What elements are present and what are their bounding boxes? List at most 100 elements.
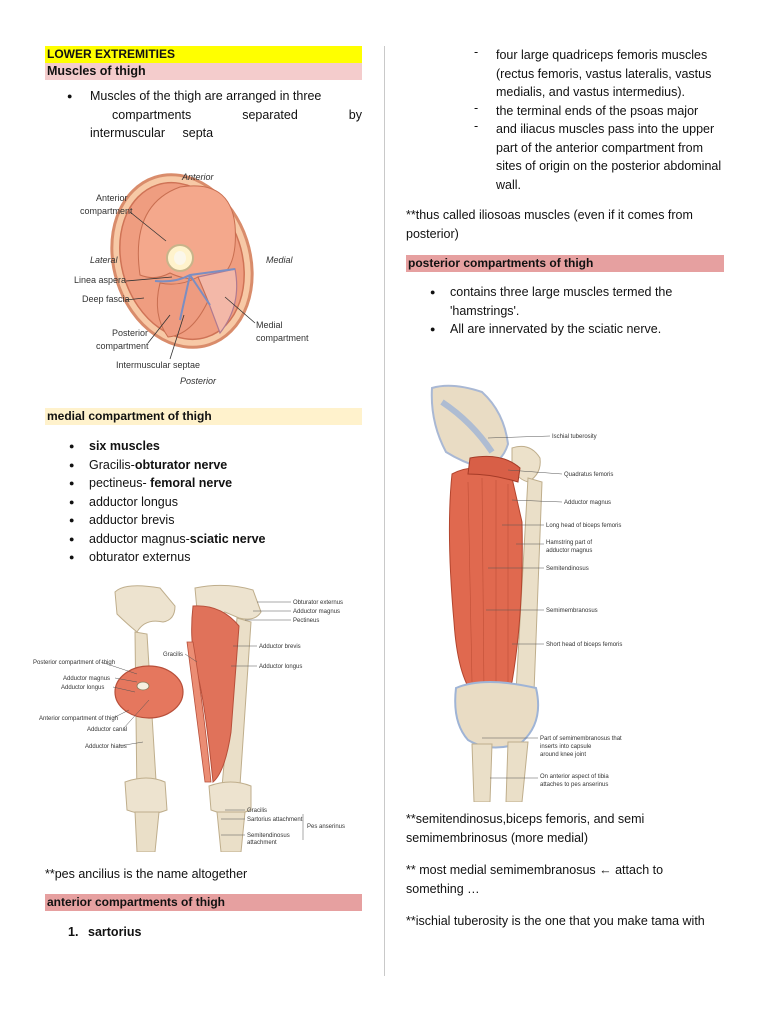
quadriceps-list: four large quadriceps femoris muscles (r… [470, 43, 722, 194]
medial-muscle-list: six muscles Gracilis-obturator nerve pec… [65, 437, 362, 567]
list-item: contains three large muscles termed the … [426, 283, 724, 320]
label-semitendinosus-attachment-2: attachment [247, 840, 277, 846]
anterior-compartments-header: anterior compartments of thigh [45, 893, 362, 911]
list-item: Gracilis-obturator nerve [65, 456, 362, 475]
anterior-list-label: sartorius [88, 924, 142, 939]
list-item: All are innervated by the sciatic nerve. [426, 320, 724, 339]
pointer-deep-fascia [125, 297, 145, 301]
pes-ancilius-note: **pes ancilius is the name altogether [45, 867, 248, 881]
posterior-list: contains three large muscles termed the … [426, 283, 724, 339]
label-pes-anserinus: Pes anserinus [307, 824, 345, 830]
label-adductor-magnus-top: Adductor magnus [293, 609, 340, 615]
left-column: LOWER EXTREMITIES Muscles of thigh ● Mus… [45, 46, 362, 143]
inset-femur [136, 681, 150, 691]
list-item: adductor longus [65, 493, 362, 512]
ligament-band [440, 399, 495, 454]
tibia-fibula [471, 741, 529, 802]
right-middle-section: **thus called iliosoas muscles (even if … [406, 206, 724, 339]
section-title: LOWER EXTREMITIES [45, 46, 362, 63]
column-divider [384, 46, 385, 976]
label-semimembranosus: Semimembranosus [546, 608, 598, 614]
pointer-posterior-compartment [147, 314, 171, 344]
label-posterior-compartment: Posterior compartment of thigh [33, 660, 115, 666]
label-semitendinosus: Semitendinosus [546, 566, 589, 572]
label-posterior-compartment-1: Posterior [112, 328, 148, 338]
label-part-semimembranosus-2: inserts into capsule [540, 744, 592, 750]
label-medial-compartment-1: Medial [256, 320, 283, 330]
label-ischial-tuberosity: Ischial tuberosity [552, 434, 597, 440]
list-item: the terminal ends of the psoas major [470, 99, 722, 121]
label-long-head-biceps: Long head of biceps femoris [546, 523, 621, 529]
label-posterior: Posterior [180, 376, 217, 386]
thigh-cross-section-inset [114, 665, 184, 719]
tibia-left [134, 811, 160, 852]
label-sartorius-attachment: Sartorius attachment [247, 817, 303, 823]
label-short-head-biceps: Short head of biceps femoris [546, 642, 622, 648]
muscles-of-thigh-header: Muscles of thigh [45, 63, 362, 80]
list-item: and iliacus muscles pass into the upper … [470, 117, 722, 194]
thigh-cross-section-figure: Anterior Anterior compartment Lateral Me… [74, 172, 309, 386]
bullet-icon: ● [67, 91, 73, 101]
label-adductor-canal: Adductor canal [87, 727, 127, 733]
label-medial: Medial [266, 255, 294, 265]
label-posterior-compartment-2: compartment [96, 341, 149, 351]
label-linea-aspera: Linea aspera [74, 275, 126, 285]
label-anterior-compartment-1: Anterior [96, 193, 128, 203]
hamstring-pointer-lines [482, 435, 563, 779]
label-on-anterior-2: attaches to pes anserinus [540, 782, 608, 788]
knee-right [208, 781, 252, 815]
label-lateral: Lateral [90, 255, 119, 265]
anterior-list-number: 1. [68, 924, 79, 939]
muscle-striations [467, 477, 509, 694]
label-pectineus: Pectineus [293, 618, 319, 624]
muscles-bullet: ● Muscles of the thigh are arranged in t… [45, 87, 362, 143]
ischial-tuberosity-note: **ischial tuberosity is the one that you… [406, 914, 705, 928]
hamstring-figure: Ischial tuberosity Quadratus femoris Add… [430, 384, 622, 802]
anterior-list-item-1: 1. sartorius [45, 923, 362, 941]
label-adductor-hiatus: Adductor hiatus [85, 744, 127, 750]
label-anterior: Anterior [181, 172, 215, 182]
list-item: adductor magnus-sciatic nerve [65, 530, 362, 549]
label-anterior-compartment-2: compartment [80, 206, 133, 216]
label-adductor-longus-right: Adductor longus [259, 664, 302, 670]
posterior-compartments-header: posterior compartments of thigh [406, 255, 724, 272]
tibia-right [216, 811, 246, 852]
knee-joint [454, 681, 540, 749]
anterior-compartment-region [137, 185, 236, 280]
list-item: six muscles [65, 437, 362, 456]
label-adductor-brevis: Adductor brevis [259, 644, 301, 650]
pointer-intermuscular-septae [169, 314, 185, 360]
muscles-bullet-line-1: Muscles of the thigh are arranged in thr… [90, 89, 322, 103]
list-item: pectineus- femoral nerve [65, 474, 362, 493]
left-bottom-section: **pes ancilius is the name altogether an… [45, 865, 362, 941]
most-medial-note: ** most medial semimembranosus ← attach … [406, 863, 664, 896]
pointer-linea-aspera [125, 276, 173, 282]
label-medial-compartment-2: compartment [256, 333, 309, 343]
label-part-semimembranosus-3: around knee joint [540, 752, 586, 758]
medial-section: medial compartment of thigh six muscles … [45, 408, 362, 567]
right-top-section: four large quadriceps femoris muscles (r… [470, 43, 722, 194]
label-gracilis-bottom: Gracilis [247, 808, 267, 814]
label-intermuscular-septae: Intermuscular septae [116, 360, 200, 370]
femur-marrow [174, 251, 186, 265]
pointer-anterior-compartment [129, 211, 167, 242]
label-semitendinosus-attachment-1: Semitendinosus [247, 833, 290, 839]
list-item: adductor brevis [65, 511, 362, 530]
label-gracilis-top: Gracilis [163, 652, 183, 658]
label-hamstring-part-2: adductor magnus [546, 548, 592, 554]
iliosoas-note: **thus called iliosoas muscles (even if … [406, 208, 693, 241]
list-item: obturator externus [65, 548, 362, 567]
label-quadratus-femoris: Quadratus femoris [564, 472, 613, 478]
label-adductor-magnus-left: Adductor magnus [63, 676, 110, 682]
knee-left [124, 777, 168, 815]
muscles-bullet-line-2: compartments separated by [112, 107, 362, 122]
label-obturator-externus: Obturator externus [293, 600, 343, 606]
muscles-bullet-line-3: intermuscular septa [90, 126, 214, 140]
medial-figure-pointer-lines [100, 601, 304, 840]
pointer-medial-compartment [224, 296, 256, 324]
pelvis-bone-left [114, 585, 176, 633]
label-on-anterior-1: On anterior aspect of tibia [540, 774, 609, 780]
medial-compartment-header: medial compartment of thigh [45, 408, 362, 425]
label-adductor-magnus: Adductor magnus [564, 500, 611, 506]
gracilis-muscle [186, 641, 212, 783]
